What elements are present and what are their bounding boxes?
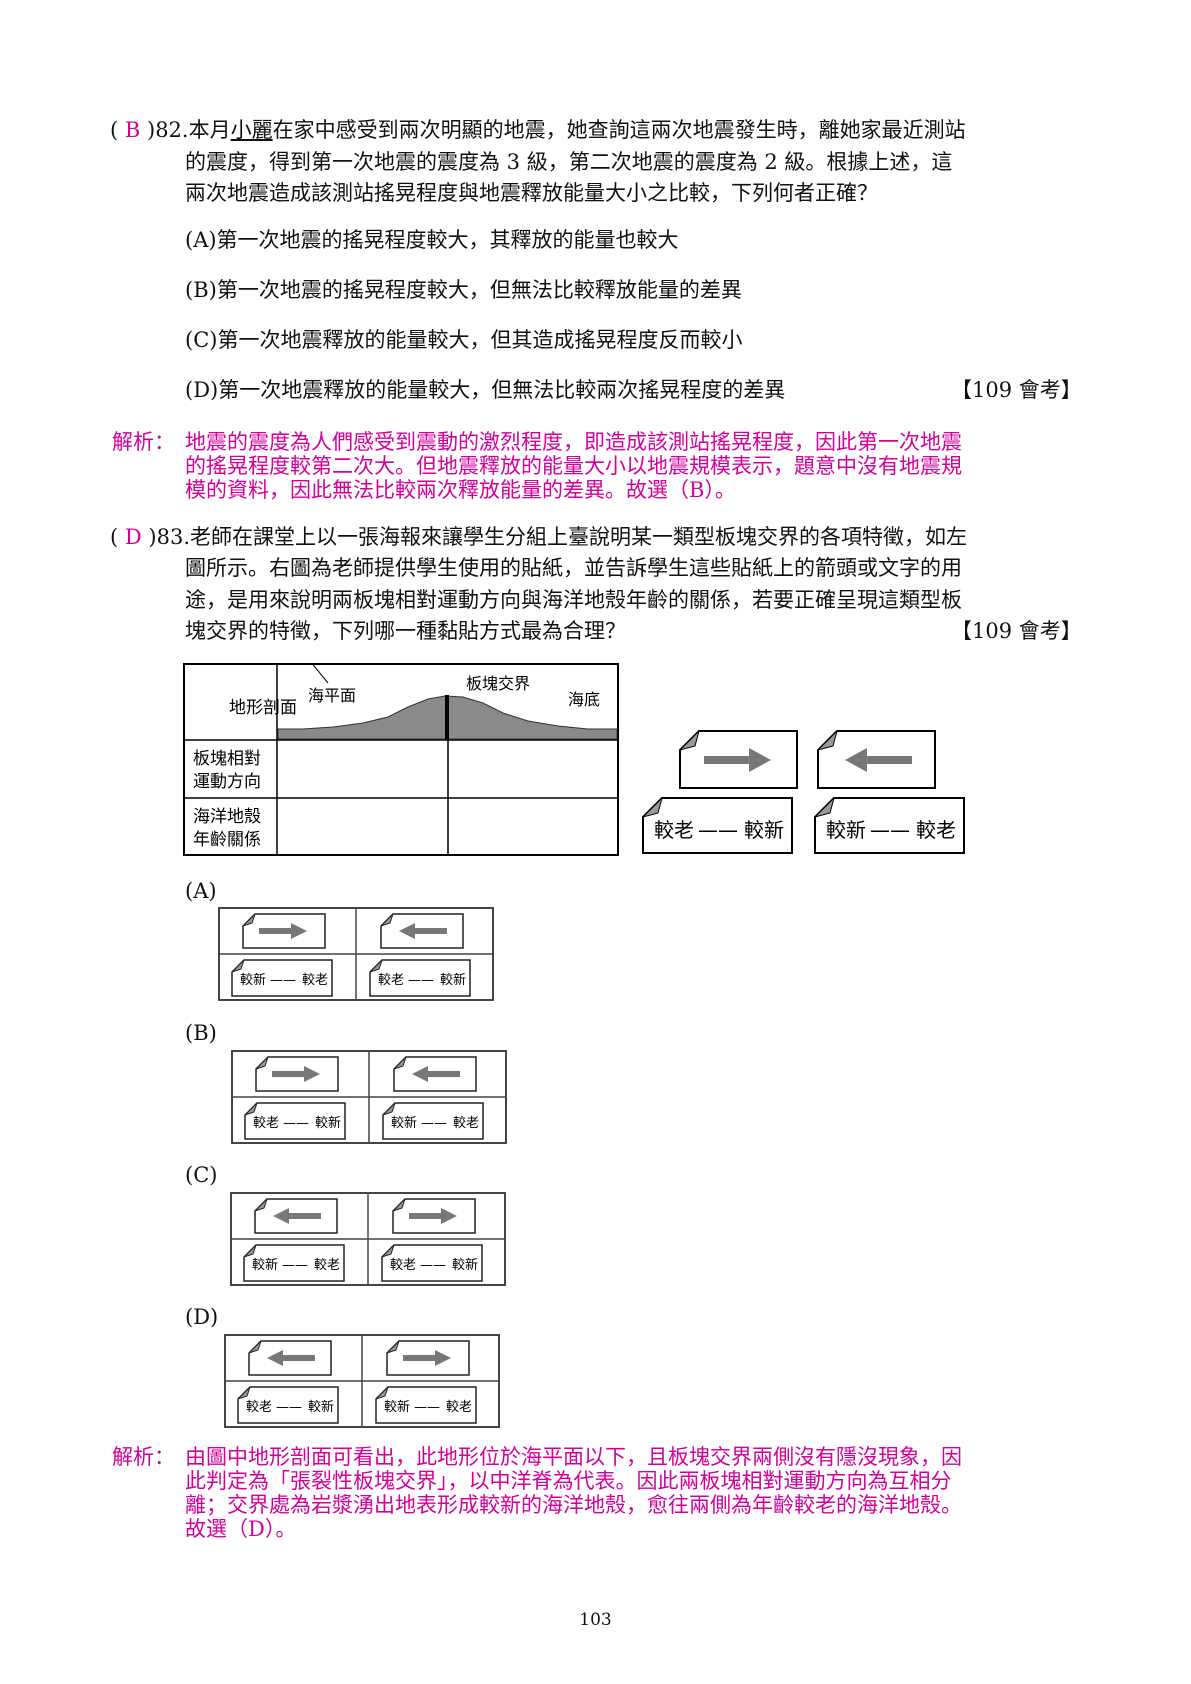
poster-figure: 地形剖面 板塊相對 運動方向 海洋地殼 年齡關係 海平面 板塊交界 海底	[183, 663, 619, 856]
q82-option-d: (D)第一次地震釋放的能量較大，但無法比較兩次搖晃程度的差異	[185, 378, 786, 402]
svg-text:較新: 較新	[826, 818, 866, 842]
sea-level-label: 海平面	[308, 686, 356, 705]
q83-stem-line2: 圖所示。右圖為老師提供學生使用的貼紙，並告訴學生這些貼紙上的箭頭或文字的用	[185, 556, 962, 580]
q83-stem-line1: ( D )83.老師在課堂上以一張海報來讓學生分組上臺說明某一類型板塊交界的各項…	[110, 525, 967, 549]
option-b-figure: 較老 —— 較新 較新 —— 較老	[231, 1050, 507, 1144]
q83-analysis-line2: 此判定為「張裂性板塊交界」，以中洋脊為代表。因此兩板塊相對運動方向為互相分	[185, 1469, 952, 1493]
q83-option-c-label: (C)	[185, 1163, 218, 1187]
sticker-arrow-right	[679, 730, 798, 789]
q83-stem-line3: 途，是用來說明兩板塊相對運動方向與海洋地殼年齡的關係，若要正確呈現這類型板	[185, 588, 962, 612]
q82-analysis-line1: 地震的震度為人們感受到震動的激烈程度，即造成該測站搖晃程度，因此第一次地震	[185, 430, 962, 454]
svg-text:較新: 較新	[391, 1115, 417, 1131]
q82-stem-line2: 的震度，得到第一次地震的震度為 3 級，第二次地震的震度為 2 級。根據上述，這	[185, 150, 953, 174]
q82-stem-line1: ( B )82.本月小麗在家中感受到兩次明顯的地震，她查詢這兩次地震發生時，離她…	[110, 118, 966, 142]
svg-text:較新: 較新	[240, 972, 266, 988]
svg-text:較老: 較老	[378, 973, 404, 988]
q82-stem-line3: 兩次地震造成該測站搖晃程度與地震釋放能量大小之比較，下列何者正確？	[185, 181, 878, 205]
option-a-figure: 較新 —— 較老 較老 —— 較新	[218, 907, 494, 1001]
svg-text:較老: 較老	[302, 973, 328, 988]
sticker-newer-older: 較新 —— 較老	[814, 797, 965, 854]
svg-text:較老: 較老	[916, 818, 956, 842]
svg-text:較新: 較新	[744, 818, 784, 842]
svg-text:較老: 較老	[246, 1400, 272, 1415]
svg-text:較新: 較新	[315, 1115, 341, 1131]
q82-option-a: (A)第一次地震的搖晃程度較大，其釋放的能量也較大	[185, 228, 679, 252]
q82-option-c: (C)第一次地震釋放的能量較大，但其造成搖晃程度反而較小	[185, 328, 743, 352]
q83-analysis-line3: 離；交界處為岩漿湧出地表形成較新的海洋地殼，愈往兩側為年齡較老的海洋地殼。	[185, 1493, 962, 1517]
option-c-figure: 較新 —— 較老 較老 —— 較新	[230, 1192, 506, 1286]
q83-analysis-label: 解析：	[112, 1445, 175, 1469]
q83-analysis-line1: 由圖中地形剖面可看出，此地形位於海平面以下，且板塊交界兩側沒有隱沒現象，因	[185, 1445, 962, 1469]
svg-text:較新: 較新	[252, 1257, 278, 1273]
page-number: 103	[579, 1610, 612, 1630]
plate-boundary-label: 板塊交界	[466, 674, 530, 693]
svg-text:較新: 較新	[308, 1399, 334, 1415]
q83-option-d-label: (D)	[185, 1305, 219, 1329]
svg-text:較新: 較新	[452, 1257, 478, 1273]
poster-row2-label-a: 板塊相對	[193, 749, 261, 769]
svg-text:——: ——	[282, 1258, 308, 1273]
sea-level-pointer	[310, 663, 329, 684]
q82-analysis-line3: 模的資料，因此無法比較兩次釋放能量的差異。故選（B）。	[185, 478, 736, 502]
sticker-arrow-left	[817, 730, 936, 789]
svg-text:——: ——	[270, 973, 296, 988]
svg-text:——: ——	[698, 818, 738, 842]
svg-text:較老: 較老	[446, 1400, 472, 1415]
q82-answer: B	[124, 118, 141, 142]
poster-row2-label-b: 運動方向	[193, 772, 261, 792]
svg-text:——: ——	[276, 1400, 302, 1415]
poster-row3-label-a: 海洋地殼	[193, 807, 261, 827]
svg-text:——: ——	[283, 1116, 309, 1131]
svg-text:較老: 較老	[390, 1258, 416, 1273]
svg-text:較老: 較老	[253, 1116, 279, 1131]
q83-stem-line4: 塊交界的特徵，下列哪一種黏貼方式最為合理？	[185, 619, 626, 643]
svg-text:——: ——	[870, 818, 910, 842]
q83-source: 【109 會考】	[951, 619, 1082, 643]
svg-text:較新: 較新	[440, 972, 466, 988]
q82-analysis-label: 解析：	[112, 430, 175, 454]
q82-source: 【109 會考】	[951, 378, 1082, 402]
svg-text:——: ——	[420, 1258, 446, 1273]
poster-row1-label: 地形剖面	[229, 698, 297, 718]
poster-row3-label-b: 年齡關係	[193, 830, 261, 850]
q82-analysis-line2: 的搖晃程度較第二次大。但地震釋放的能量大小以地震規模表示，題意中沒有地震規	[185, 454, 962, 478]
sea-floor-label: 海底	[568, 690, 600, 709]
q83-answer: D	[124, 525, 142, 549]
svg-text:較老: 較老	[453, 1116, 479, 1131]
q83-option-b-label: (B)	[185, 1021, 217, 1045]
svg-text:較老: 較老	[314, 1258, 340, 1273]
svg-text:較老: 較老	[654, 818, 694, 842]
q83-option-a-label: (A)	[185, 879, 217, 903]
option-d-figure: 較老 —— 較新 較新 —— 較老	[224, 1334, 500, 1428]
sticker-older-newer: 較老 —— 較新	[642, 797, 793, 854]
svg-text:較新: 較新	[384, 1399, 410, 1415]
svg-text:——: ——	[408, 973, 434, 988]
svg-text:——: ——	[414, 1400, 440, 1415]
svg-text:——: ——	[421, 1116, 447, 1131]
q82-name-underlined: 小麗	[230, 118, 273, 142]
q82-option-b: (B)第一次地震的搖晃程度較大，但無法比較釋放能量的差異	[185, 278, 742, 302]
q83-analysis-line4: 故選（D）。	[185, 1517, 297, 1541]
